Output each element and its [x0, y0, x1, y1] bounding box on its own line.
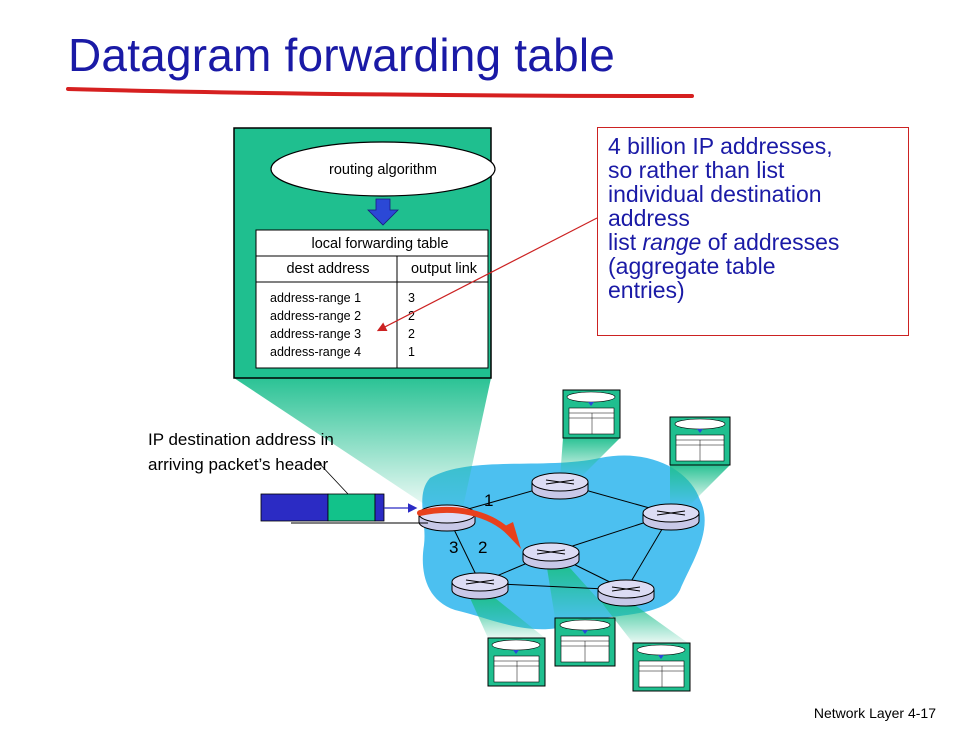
- table-rows: address-range 1 3 address-range 2 2 addr…: [270, 291, 415, 359]
- router-icon: [642, 503, 700, 531]
- routing-algorithm-label: routing algorithm: [329, 162, 437, 178]
- col-link-header: output link: [411, 261, 478, 277]
- link-label-1: 1: [484, 491, 493, 510]
- mini-routing-table-icon: [562, 389, 621, 439]
- table-row-link: 3: [408, 291, 415, 305]
- link-label-3: 3: [449, 538, 458, 557]
- slide-footer: Network Layer 4-17: [813, 705, 936, 721]
- col-dest-header: dest address: [286, 261, 369, 277]
- mini-beam: [547, 568, 615, 618]
- router-icon: [451, 572, 509, 600]
- table-title: local forwarding table: [311, 236, 448, 252]
- table-row-dest: address-range 1: [270, 291, 361, 305]
- callout-line: (aggregate table: [608, 253, 776, 279]
- router-icon: [531, 472, 589, 500]
- link-label-2: 2: [478, 538, 487, 557]
- callout-suffix: of addresses: [701, 229, 840, 255]
- label-pointer: [317, 461, 349, 495]
- packet: [260, 493, 385, 522]
- mini-beam: [598, 598, 688, 643]
- callout-line: entries): [608, 277, 685, 303]
- table-row-link: 1: [408, 345, 415, 359]
- page-title: Datagram forwarding table: [68, 29, 616, 81]
- table-row-dest: address-range 4: [270, 345, 361, 359]
- lookup-beam: [234, 378, 491, 512]
- mini-beam: [670, 465, 730, 505]
- callout-box: 4 billion IP addresses, so rather than l…: [597, 127, 909, 336]
- callout-pointer-arrow: [376, 217, 598, 332]
- callout-line-range: list range of addresses: [608, 230, 898, 254]
- table-row-link: 2: [408, 327, 415, 341]
- callout-line: individual destination: [608, 181, 822, 207]
- mini-routing-table-icon: [669, 416, 731, 466]
- mini-routing-table-icon: [554, 617, 616, 667]
- mini-routing-table-icon: [632, 642, 691, 692]
- routing-algorithm-ellipse: [270, 141, 496, 197]
- callout-range-emphasis: range: [642, 229, 702, 255]
- callout-line: so rather than list: [608, 157, 785, 183]
- router-icon: [597, 579, 655, 607]
- callout-prefix: list: [608, 229, 643, 255]
- mini-beam: [560, 438, 620, 478]
- mini-routing-table-icon: [487, 637, 546, 687]
- table-row-dest: address-range 2: [270, 309, 361, 323]
- packet-label-line: IP destination address in: [148, 430, 334, 449]
- packet-label-line: arriving packet’s header: [148, 455, 329, 474]
- packet-label: IP destination address in arriving packe…: [148, 427, 334, 477]
- packet-header: [260, 493, 329, 522]
- router-icon: [522, 542, 580, 570]
- callout-line: 4 billion IP addresses,: [608, 133, 833, 159]
- title-underline: [66, 87, 694, 98]
- callout-line: address: [608, 205, 690, 231]
- down-arrow-icon: [367, 198, 399, 226]
- packet-dest-field: [327, 493, 376, 522]
- forwarding-table: [255, 229, 489, 369]
- forwarding-arrowhead: [501, 522, 521, 549]
- mini-beam: [470, 598, 545, 638]
- table-row-link: 2: [408, 309, 415, 323]
- table-row-dest: address-range 3: [270, 327, 361, 341]
